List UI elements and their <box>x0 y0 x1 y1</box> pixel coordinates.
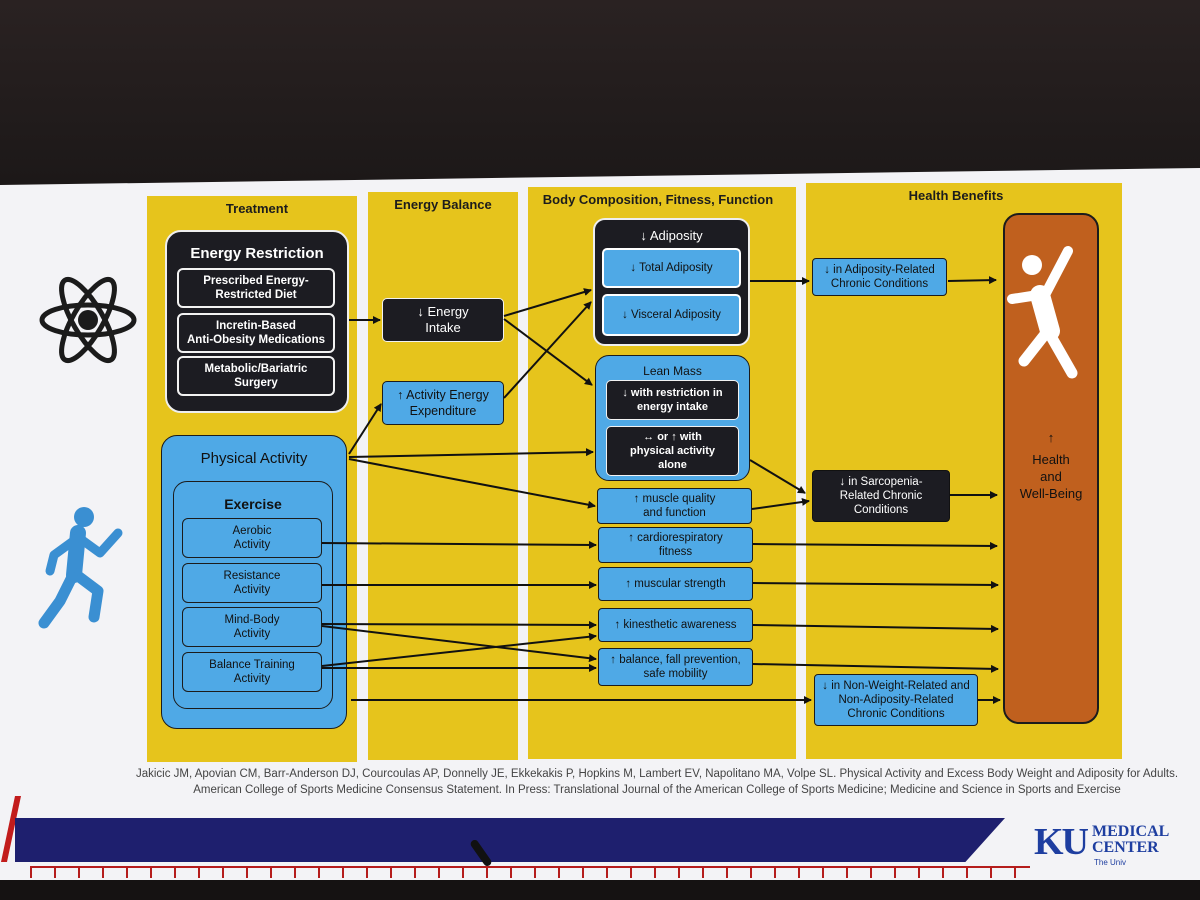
footer-ticks <box>30 866 1030 878</box>
column-header-treatment: Treatment <box>225 201 289 216</box>
atom-icon <box>39 276 137 364</box>
citation-line-2: American College of Sports Medicine Cons… <box>193 784 1121 796</box>
resistance-activity-box: Resistance Activity <box>182 563 322 603</box>
health-wellbeing-label: Health and Well-Being <box>1019 452 1083 501</box>
floor <box>0 880 1200 900</box>
ku-logo-text: MEDICAL CENTER <box>1092 823 1170 856</box>
total-adiposity-box: ↓ Total Adiposity <box>602 248 741 288</box>
energy-restriction-title: Energy Restriction <box>190 245 324 262</box>
column-header-health-benefits: Health Benefits <box>908 188 1004 203</box>
citation-line-1: Jakicic JM, Apovian CM, Barr-Anderson DJ… <box>135 768 1179 780</box>
mind-body-activity-box: Mind-Body Activity <box>182 607 322 647</box>
balance-fall-prevention-box: ↑ balance, fall prevention, safe mobilit… <box>598 648 753 686</box>
health-arrow: ↑ <box>1047 430 1055 445</box>
exercise-title: Exercise <box>224 496 282 512</box>
column-header-body-composition: Body Composition, Fitness, Function <box>542 192 774 207</box>
ku-logo: KU MEDICAL CENTER The Univ <box>1034 820 1194 876</box>
bariatric-surgery-box: Metabolic/Bariatric Surgery <box>177 356 335 396</box>
energy-intake-box: ↓ Energy Intake <box>382 298 504 342</box>
column-energy-balance <box>368 192 518 760</box>
visceral-adiposity-box: ↓ Visceral Adiposity <box>602 294 741 336</box>
cardiorespiratory-fitness-box: ↑ cardiorespiratory fitness <box>598 527 753 563</box>
muscular-strength-box: ↑ muscular strength <box>598 567 753 601</box>
lean-mass-activity-box: ↔ or ↑ with physical activity alone <box>606 426 739 476</box>
kinesthetic-awareness-box: ↑ kinesthetic awareness <box>598 608 753 642</box>
person-celebrating-icon <box>1007 246 1078 379</box>
ceiling <box>0 0 1200 185</box>
column-header-energy-balance: Energy Balance <box>394 197 492 212</box>
ku-logo-mark: KU <box>1034 821 1089 863</box>
adiposity-related-conditions-box: ↓ in Adiposity-Related Chronic Condition… <box>812 258 947 296</box>
aerobic-activity-box: Aerobic Activity <box>182 518 322 558</box>
runner-icon <box>38 507 123 629</box>
citation: Jakicic JM, Apovian CM, Barr-Anderson DJ… <box>112 766 1200 798</box>
adiposity-title: ↓ Adiposity <box>640 228 703 243</box>
activity-expenditure-box: ↑ Activity Energy Expenditure <box>382 381 504 425</box>
muscle-quality-box: ↑ muscle quality and function <box>597 488 752 524</box>
footer-bar <box>15 818 1005 862</box>
lean-mass-restriction-box: ↓ with restriction in energy intake <box>606 380 739 420</box>
non-weight-conditions-box: ↓ in Non-Weight-Related and Non-Adiposit… <box>814 674 978 726</box>
prescribed-diet-box: Prescribed Energy- Restricted Diet <box>177 268 335 308</box>
ku-logo-subtext: The Univ <box>1094 858 1127 867</box>
anti-obesity-medications-box: Incretin-Based Anti-Obesity Medications <box>177 313 335 353</box>
sarcopenia-conditions-box: ↓ in Sarcopenia- Related Chronic Conditi… <box>812 470 950 522</box>
balance-training-box: Balance Training Activity <box>182 652 322 692</box>
lean-mass-title: Lean Mass <box>643 364 702 378</box>
physical-activity-title: Physical Activity <box>200 450 308 467</box>
